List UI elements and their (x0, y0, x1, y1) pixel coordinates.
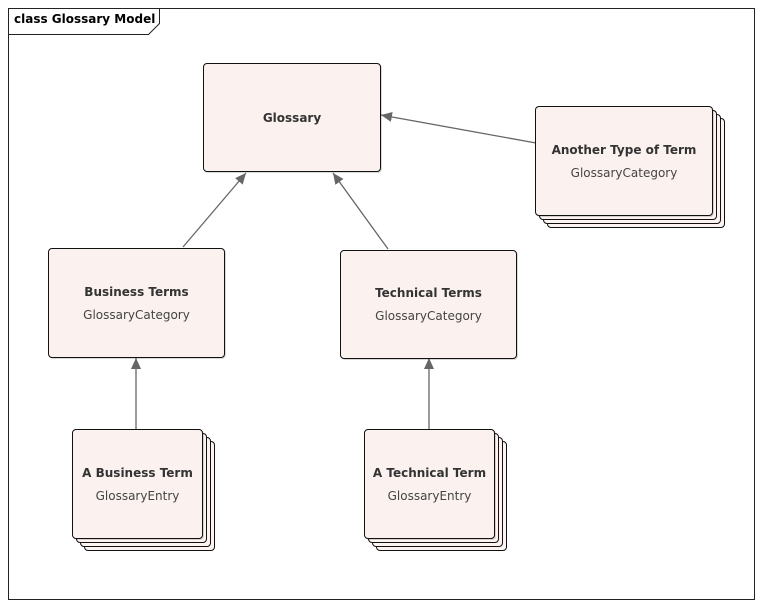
diagram-title: class Glossary Model (14, 12, 156, 26)
node-stereotype: GlossaryEntry (387, 488, 472, 503)
node-a-business-term[interactable]: A Business Term GlossaryEntry (72, 429, 215, 551)
edge-business-terms-to-glossary (182, 172, 247, 248)
node-stereotype: GlossaryCategory (83, 307, 190, 322)
node-name: A Technical Term (372, 465, 487, 480)
diagram-frame (8, 8, 755, 600)
node-business-terms[interactable]: Business Terms GlossaryCategory (48, 248, 225, 358)
node-name: Business Terms (84, 284, 189, 299)
node-name: Technical Terms (375, 286, 482, 300)
node-stereotype: GlossaryEntry (95, 488, 180, 503)
edge-another-type-to-glossary (380, 112, 537, 144)
node-stereotype: GlossaryCategory (375, 309, 482, 323)
node-name: Another Type of Term (551, 142, 697, 157)
node-a-technical-term[interactable]: A Technical Term GlossaryEntry (364, 429, 507, 551)
edge-technical-terms-to-glossary (332, 172, 389, 250)
frame-label-tab (8, 8, 160, 35)
node-glossary[interactable]: Glossary (203, 63, 381, 172)
node-name: Glossary (262, 110, 322, 125)
node-technical-terms[interactable]: Technical Terms GlossaryCategory (340, 250, 517, 359)
node-name: A Business Term (82, 465, 193, 480)
node-stereotype: GlossaryCategory (570, 165, 678, 180)
node-another-type-of-term[interactable]: Another Type of Term GlossaryCategory (535, 106, 725, 228)
